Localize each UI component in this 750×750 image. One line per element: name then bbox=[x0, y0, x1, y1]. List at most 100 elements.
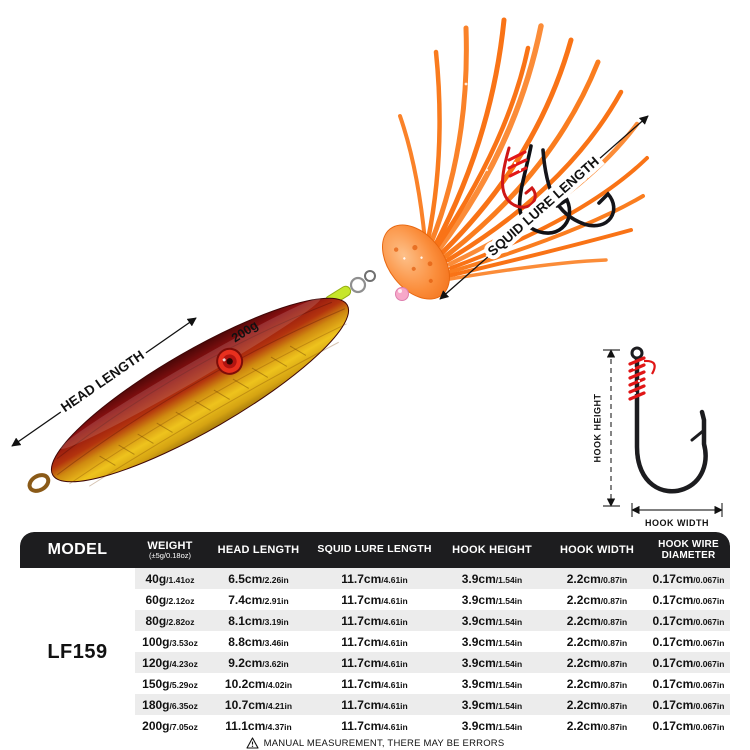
cell-hook_w: 2.2cm/0.87in bbox=[547, 570, 647, 588]
value-sub: /0.87in bbox=[600, 721, 628, 732]
col-hook-height: HOOK HEIGHT bbox=[452, 543, 532, 556]
value-sub: /2.91in bbox=[262, 595, 289, 606]
value-sub: /0.067in bbox=[693, 721, 725, 732]
spec-table: MODEL WEIGHT (±5g/0.18oz) HEAD LENGTH SQ… bbox=[20, 532, 730, 736]
value-main: 10.2cm bbox=[224, 676, 266, 691]
value-main: 3.9cm bbox=[461, 613, 496, 628]
cell-wire: 0.17cm/0.067in bbox=[647, 591, 730, 609]
product-illustration: 200g HEAD LENGTH SQUID LURE LENGTH HOOK … bbox=[11, 17, 723, 528]
cell-head: 10.2cm/4.02in bbox=[205, 675, 312, 693]
cell-weight: 200g/7.05oz bbox=[135, 717, 205, 735]
value-sub: /0.87in bbox=[600, 637, 628, 648]
cell-weight: 80g/2.82oz bbox=[135, 612, 205, 630]
cell-weight: 120g/4.23oz bbox=[135, 654, 205, 672]
value-sub: /0.067in bbox=[693, 700, 725, 711]
value-sub: /1.54in bbox=[495, 679, 523, 690]
value-sub: /1.54in bbox=[495, 616, 523, 627]
cell-head: 6.5cm/2.26in bbox=[205, 570, 312, 588]
cell-weight: 180g/6.35oz bbox=[135, 696, 205, 714]
cell-squid: 11.7cm/4.61in bbox=[312, 654, 437, 672]
value-main: 0.17cm bbox=[652, 676, 694, 691]
cell-wire: 0.17cm/0.067in bbox=[647, 633, 730, 651]
tail-eyelet bbox=[27, 473, 51, 493]
model-value: LF159 bbox=[47, 640, 108, 663]
value-sub: /4.61in bbox=[381, 616, 408, 627]
value-sub: /4.61in bbox=[381, 679, 408, 690]
value-main: 0.17cm bbox=[652, 718, 694, 733]
value-main: 0.17cm bbox=[652, 571, 694, 586]
value-sub: /1.41oz bbox=[166, 574, 195, 585]
value-sub: /7.05oz bbox=[169, 721, 198, 732]
thread-loop bbox=[643, 359, 656, 375]
cell-wire: 0.17cm/0.067in bbox=[647, 696, 730, 714]
cell-hook_h: 3.9cm/1.54in bbox=[437, 675, 547, 693]
cell-squid: 11.7cm/4.61in bbox=[312, 570, 437, 588]
value-main: 3.9cm bbox=[461, 571, 496, 586]
cell-hook_h: 3.9cm/1.54in bbox=[437, 633, 547, 651]
cell-head: 9.2cm/3.62in bbox=[205, 654, 312, 672]
cell-squid: 11.7cm/4.61in bbox=[312, 696, 437, 714]
cell-wire: 0.17cm/0.067in bbox=[647, 675, 730, 693]
cell-squid: 11.7cm/4.61in bbox=[312, 633, 437, 651]
cell-hook_w: 2.2cm/0.87in bbox=[547, 675, 647, 693]
value-main: 0.17cm bbox=[652, 697, 694, 712]
squid-lure-length-measure: SQUID LURE LENGTH bbox=[439, 115, 649, 300]
hook-height-label: HOOK HEIGHT bbox=[592, 393, 602, 462]
cell-weight: 60g/2.12oz bbox=[135, 591, 205, 609]
value-main: 0.17cm bbox=[652, 592, 694, 607]
value-main: 3.9cm bbox=[461, 697, 496, 712]
value-sub: /1.54in bbox=[495, 595, 523, 606]
value-sub: /4.02in bbox=[265, 679, 293, 690]
value-sub: /0.067in bbox=[693, 679, 725, 690]
cell-hook_w: 2.2cm/0.87in bbox=[547, 633, 647, 651]
col-weight: WEIGHT (±5g/0.18oz) bbox=[135, 540, 205, 561]
value-sub: /4.61in bbox=[381, 700, 408, 711]
solid-ring bbox=[364, 270, 376, 282]
warning-icon bbox=[246, 737, 259, 749]
value-main: 120g bbox=[142, 655, 170, 670]
value-sub: /4.61in bbox=[381, 574, 408, 585]
value-sub: /1.54in bbox=[495, 574, 523, 585]
value-sub: /0.87in bbox=[600, 574, 628, 585]
cell-squid: 11.7cm/4.61in bbox=[312, 591, 437, 609]
hook-size-diagram: HOOK HEIGHT HOOK WIDTH bbox=[592, 346, 723, 528]
cell-hook_h: 3.9cm/1.54in bbox=[437, 696, 547, 714]
value-main: 0.17cm bbox=[652, 634, 694, 649]
value-main: 2.2cm bbox=[566, 634, 601, 649]
value-main: 0.17cm bbox=[652, 655, 694, 670]
value-sub: /1.54in bbox=[495, 721, 523, 732]
value-main: 3.9cm bbox=[461, 655, 496, 670]
value-sub: /0.87in bbox=[600, 679, 628, 690]
lure-illustration: 200g HEAD LENGTH SQUID LURE LENGTH HOOK … bbox=[11, 17, 723, 528]
cell-squid: 11.7cm/4.61in bbox=[312, 675, 437, 693]
value-main: 7.4cm bbox=[228, 592, 263, 607]
cell-hook_h: 3.9cm/1.54in bbox=[437, 654, 547, 672]
value-main: 3.9cm bbox=[461, 676, 496, 691]
value-sub: /5.29oz bbox=[169, 679, 198, 690]
col-hook-wire-diameter: HOOK WIRE DIAMETER bbox=[658, 538, 719, 561]
value-sub: /6.35oz bbox=[169, 700, 198, 711]
value-main: 60g bbox=[145, 592, 167, 607]
value-main: 2.2cm bbox=[566, 592, 601, 607]
cell-wire: 0.17cm/0.067in bbox=[647, 717, 730, 735]
value-sub: /4.23oz bbox=[169, 658, 198, 669]
value-main: 2.2cm bbox=[566, 676, 601, 691]
cell-wire: 0.17cm/0.067in bbox=[647, 654, 730, 672]
value-main: 10.7cm bbox=[224, 697, 266, 712]
cell-head: 8.8cm/3.46in bbox=[205, 633, 312, 651]
value-main: 2.2cm bbox=[566, 571, 601, 586]
footer-text: MANUAL MEASUREMENT, THERE MAY BE ERRORS bbox=[263, 737, 505, 749]
cell-hook_h: 3.9cm/1.54in bbox=[437, 591, 547, 609]
value-main: 3.9cm bbox=[461, 592, 496, 607]
value-main: 3.9cm bbox=[461, 634, 496, 649]
hook-barb bbox=[690, 429, 705, 442]
value-sub: /0.87in bbox=[600, 658, 628, 669]
cell-hook_w: 2.2cm/0.87in bbox=[547, 591, 647, 609]
cell-hook_h: 3.9cm/1.54in bbox=[437, 612, 547, 630]
value-main: 6.5cm bbox=[228, 571, 263, 586]
value-main: 11.7cm bbox=[341, 676, 382, 691]
